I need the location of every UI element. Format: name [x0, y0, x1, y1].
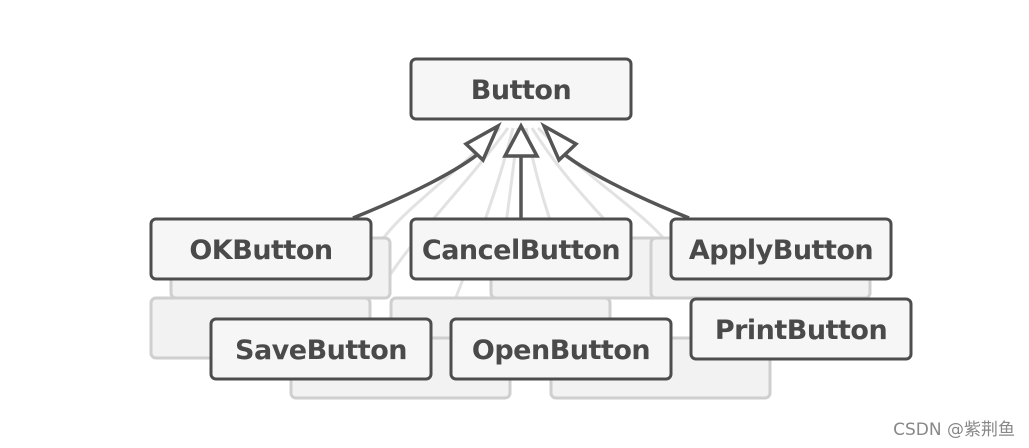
class-label-button: Button	[471, 75, 571, 106]
class-label-applybutton: ApplyButton	[689, 235, 873, 266]
inheritance-arrows	[352, 148, 690, 220]
class-label-cancelbutton: CancelButton	[422, 235, 620, 266]
applybutton-inherits-button-arrow	[557, 148, 690, 220]
class-box-openbutton: OpenButton	[449, 317, 673, 381]
class-label-printbutton: PrintButton	[715, 315, 887, 346]
watermark-text: CSDN @紫荆鱼	[893, 420, 1015, 440]
inheritance-arrowheads	[463, 121, 579, 163]
class-box-cancelbutton: CancelButton	[409, 217, 633, 281]
hollow-triangle-icon	[540, 121, 579, 163]
hollow-triangle-icon	[502, 122, 540, 158]
hollow-triangle-icon	[463, 121, 502, 163]
class-label-openbutton: OpenButton	[472, 335, 650, 366]
class-label-okbutton: OKButton	[189, 235, 332, 266]
okbutton-inherits-button-arrow	[352, 148, 485, 220]
class-box-savebutton: SaveButton	[209, 317, 433, 381]
class-box-okbutton: OKButton	[149, 217, 373, 281]
class-label-savebutton: SaveButton	[235, 335, 407, 366]
class-box-applybutton: ApplyButton	[669, 217, 893, 281]
class-box-printbutton: PrintButton	[689, 297, 913, 361]
class-box-button: Button	[409, 57, 633, 121]
